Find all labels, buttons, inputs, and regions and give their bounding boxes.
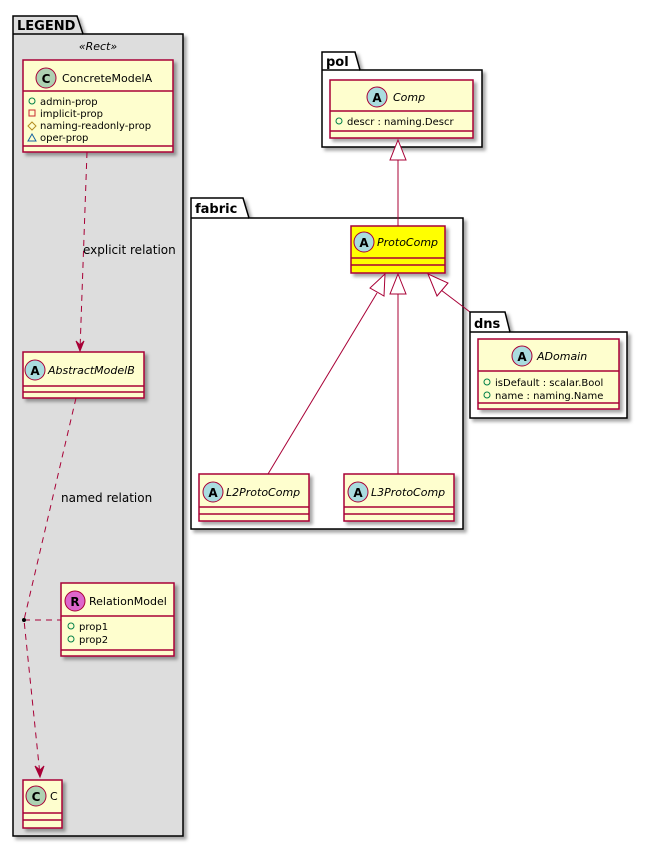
square-icon xyxy=(28,109,36,117)
badge-letter: A xyxy=(372,91,382,105)
abstract-badge-icon xyxy=(202,481,224,503)
class-name: L2ProtoComp xyxy=(226,486,300,499)
badge-letter: A xyxy=(353,486,363,500)
class-badge-icon xyxy=(25,785,47,807)
badge-letter: C xyxy=(42,72,51,86)
attr: prop1 xyxy=(79,622,108,633)
class-abstract-model-b[interactable]: A AbstractModelB xyxy=(22,351,145,399)
circle-icon xyxy=(28,97,36,105)
attr: implicit-prop xyxy=(40,109,103,120)
dns-title: dns xyxy=(474,317,501,332)
edge-label: named relation xyxy=(61,491,152,505)
class-adomain[interactable]: A ADomain isDefault : scalar.Bool name :… xyxy=(477,338,620,410)
class-badge-icon xyxy=(35,67,57,89)
badge-letter: A xyxy=(517,350,527,364)
class-name: Comp xyxy=(393,91,425,104)
abstract-badge-icon xyxy=(347,481,369,503)
circle-icon xyxy=(67,622,75,630)
edge-explicit-relation: explicit relation xyxy=(75,151,176,353)
class-name: C xyxy=(50,790,58,803)
edge-l2-extends-protocomp xyxy=(267,272,386,475)
attr: oper-prop xyxy=(40,133,88,144)
triangle-icon xyxy=(27,132,37,142)
attr: prop2 xyxy=(79,635,108,646)
edge-protocomp-extends-comp xyxy=(389,138,407,226)
class-name: ADomain xyxy=(536,350,587,363)
pol-title: pol xyxy=(326,55,349,70)
class-concrete-model-a[interactable]: C ConcreteModelA admin-prop implicit-pro… xyxy=(22,59,174,153)
attr: naming-readonly-prop xyxy=(40,121,151,132)
legend-title: LEGEND xyxy=(17,19,76,34)
badge-letter: R xyxy=(70,595,79,609)
class-name: AbstractModelB xyxy=(47,364,135,377)
legend-stereotype: «Rect» xyxy=(79,40,118,53)
class-relation-model[interactable]: R RelationModel prop1 prop2 xyxy=(60,582,175,657)
attr: isDefault : scalar.Bool xyxy=(495,378,603,389)
class-c[interactable]: C C xyxy=(22,779,63,829)
circle-icon xyxy=(335,117,343,125)
abstract-badge-icon xyxy=(24,359,46,381)
class-l3protocomp[interactable]: A L3ProtoComp xyxy=(343,473,455,522)
attr: descr : naming.Descr xyxy=(347,117,454,128)
abstract-badge-icon xyxy=(366,86,388,108)
class-l2protocomp[interactable]: A L2ProtoComp xyxy=(198,473,310,522)
class-comp[interactable]: A Comp descr : naming.Descr xyxy=(329,79,474,139)
badge-letter: C xyxy=(32,790,41,804)
badge-letter: A xyxy=(30,364,40,378)
class-protocomp[interactable]: A ProtoComp xyxy=(350,225,446,274)
class-name: ProtoComp xyxy=(377,236,438,249)
diamond-icon xyxy=(27,121,37,131)
badge-letter: A xyxy=(208,486,218,500)
fabric-title: fabric xyxy=(195,202,237,217)
edge-label: explicit relation xyxy=(83,243,176,257)
class-name: ConcreteModelA xyxy=(62,72,153,85)
attr: admin-prop xyxy=(40,97,98,108)
abstract-badge-icon xyxy=(353,231,375,253)
edge-named-relation: named relation xyxy=(22,397,152,779)
edge-l3-extends-protocomp xyxy=(389,272,407,474)
circle-icon xyxy=(67,635,75,643)
circle-icon xyxy=(483,391,491,399)
badge-letter: A xyxy=(359,236,369,250)
relation-badge-icon xyxy=(64,590,86,612)
association-point xyxy=(22,618,26,622)
circle-icon xyxy=(483,378,491,386)
class-name: RelationModel xyxy=(89,595,167,608)
attr: name : naming.Name xyxy=(495,391,603,402)
abstract-badge-icon xyxy=(511,345,533,367)
class-name: L3ProtoComp xyxy=(371,486,445,499)
